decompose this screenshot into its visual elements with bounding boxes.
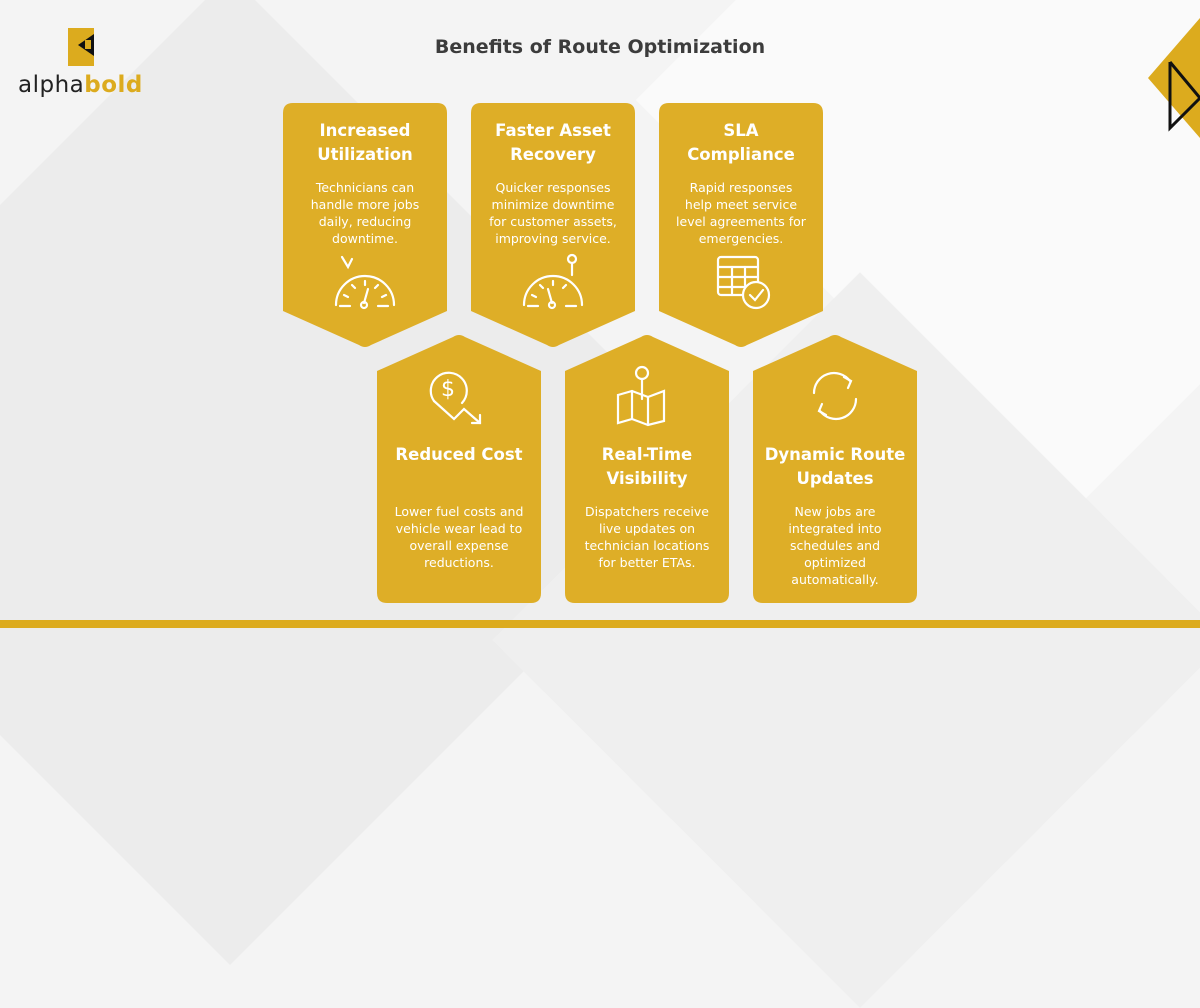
card-description-line: vehicle wear lead to — [395, 521, 523, 536]
card-title-line: Real-Time — [601, 445, 693, 464]
card-description: Dispatchers receive live updates on techni… — [565, 503, 729, 571]
page-title: Benefits of Route Optimization — [434, 36, 766, 58]
card-description-line: overall expense — [409, 538, 509, 553]
card-title-line: Compliance — [687, 145, 795, 164]
card-title: SLA Compliance — [659, 119, 823, 167]
card-title-line: Faster Asset — [495, 121, 611, 140]
card-description-line: New jobs are — [794, 504, 876, 519]
card-description-line: for better ETAs. — [598, 555, 696, 570]
logo-alpha-text: alpha — [18, 72, 85, 98]
card-description-line: for customer assets, — [489, 214, 617, 229]
refresh-icon — [753, 365, 917, 429]
map-pin-icon — [565, 365, 729, 433]
svg-text:$: $ — [441, 377, 455, 402]
card-description-line: optimized — [804, 555, 866, 570]
card-title: Reduced Cost — [377, 443, 541, 467]
card-title-line: Increased — [319, 121, 411, 140]
card-description-line: improving service. — [495, 231, 611, 246]
card-description: Lower fuel costs and vehicle wear lead to… — [377, 503, 541, 571]
card-title-line: Reduced Cost — [395, 445, 523, 464]
logo-mark-icon — [68, 28, 94, 66]
card-title-line: Visibility — [606, 469, 688, 488]
card-background — [283, 103, 447, 347]
card-description-line: handle more jobs — [310, 197, 420, 212]
card-description-line: technician locations — [584, 538, 710, 553]
speedometer-icon — [283, 253, 447, 317]
dollar-down-icon: $ — [377, 365, 541, 433]
logo-bold-text: bold — [84, 72, 143, 98]
card-description-line: downtime. — [332, 231, 398, 246]
card-title-line: Utilization — [317, 145, 413, 164]
card-description-line: automatically. — [791, 572, 879, 587]
card-title-line: Recovery — [510, 145, 596, 164]
card-description: Rapid responses help meet service level ag… — [659, 179, 823, 247]
card-description-line: integrated into — [788, 521, 882, 536]
card-title-line: Updates — [796, 469, 874, 488]
card-description: New jobs are integrated into schedules and… — [753, 503, 917, 588]
card-description-line: Dispatchers receive — [585, 504, 709, 519]
card-description: Quicker responses minimize downtime for cu… — [471, 179, 635, 247]
card-description-line: daily, reducing — [318, 214, 412, 229]
card-description-line: Rapid responses — [689, 180, 793, 195]
card-description-line: live updates on — [598, 521, 696, 536]
card-background — [377, 335, 541, 603]
card-title-line: Dynamic Route — [764, 445, 906, 464]
card-description-line: help meet service — [684, 197, 798, 212]
bottom-accent-bar — [0, 620, 1200, 628]
card-background — [659, 103, 823, 347]
card-description: Technicians can handle more jobs daily, re… — [283, 179, 447, 247]
card-description-line: Technicians can — [315, 180, 415, 195]
table-check-icon — [659, 253, 823, 317]
card-description-line: emergencies. — [698, 231, 784, 246]
logo-wordmark: alphabold — [18, 72, 143, 98]
card-description-line: reductions. — [424, 555, 494, 570]
card-description-line: Lower fuel costs and — [394, 504, 524, 519]
card-title-line: SLA — [723, 121, 759, 140]
card-description-line: minimize downtime — [491, 197, 615, 212]
card-background — [471, 103, 635, 347]
card-background — [753, 335, 917, 603]
card-description-line: schedules and — [789, 538, 881, 553]
card-background — [565, 335, 729, 603]
corner-arrow-decoration — [1148, 18, 1200, 138]
card-description-line: Quicker responses — [495, 180, 611, 195]
alphabold-logo: alphabold — [18, 28, 168, 108]
card-description-line: level agreements for — [676, 214, 806, 229]
gauge-pin-icon — [471, 253, 635, 317]
